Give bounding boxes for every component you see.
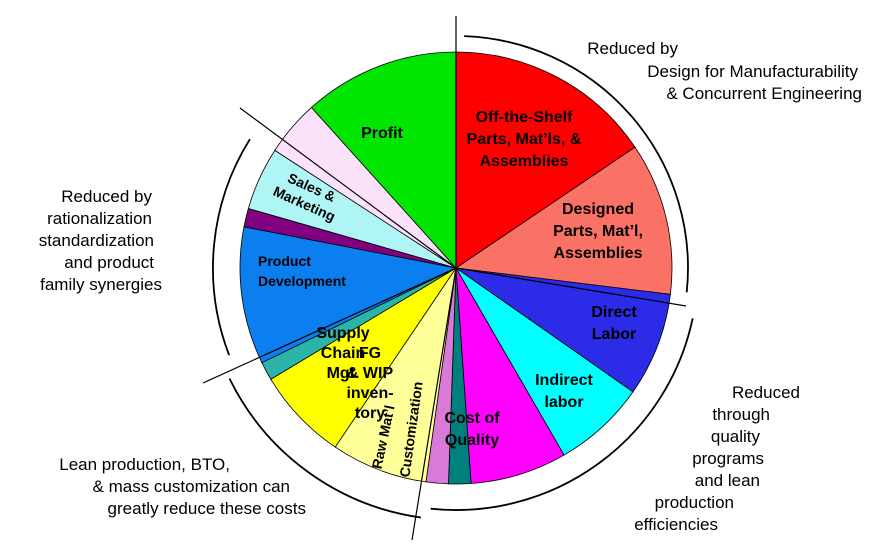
label-line: Designed [562, 201, 634, 218]
rationalization-bracket-arc [212, 138, 251, 356]
label-profit: Profit [361, 125, 403, 142]
lean-bracket-arc [228, 378, 422, 519]
slice-profit [310, 51, 457, 270]
note-line: quality [711, 427, 761, 446]
label-line: Labor [592, 326, 636, 343]
label-line: Direct [591, 304, 637, 321]
note-line: & mass customization can [93, 477, 290, 496]
note-line: Reduced by [61, 187, 152, 206]
note-line: Reduced by [587, 39, 678, 58]
label-line: Off-the-Shelf [476, 109, 574, 126]
label-line: Parts, Mat’ls, & [467, 131, 582, 148]
label-line: Supply [316, 325, 369, 342]
slice-designed-parts [454, 146, 673, 295]
label-indirect-labor: Indirect labor [535, 372, 593, 411]
note-line: efficiencies [634, 515, 718, 534]
pie-slices [239, 51, 673, 485]
label-line: labor [544, 394, 583, 411]
note-rationalization: Reduced by rationalization standardization… [39, 187, 162, 294]
label-cost-of-quality: Cost of Quality [444, 410, 500, 449]
label-line: Assemblies [480, 153, 569, 170]
note-line: production [655, 493, 734, 512]
note-line: rationalization [47, 209, 152, 228]
note-dfm: Reduced by Design for Manufacturability & … [587, 39, 862, 103]
note-line: Lean production, BTO, [59, 455, 230, 474]
annotation-notes: Reduced by Design for Manufacturability & … [39, 39, 862, 534]
note-line: family synergies [40, 275, 162, 294]
label-line: & WIP [347, 365, 394, 382]
label-line: Indirect [535, 372, 593, 389]
label-line: tory [355, 405, 385, 422]
note-line: Reduced [732, 383, 800, 402]
upper-left-divider [239, 107, 457, 269]
slice-off-the-shelf [455, 51, 636, 269]
slice-fg-wip [334, 267, 457, 483]
label-line: FG [359, 345, 381, 362]
note-line: through [712, 405, 770, 424]
note-line: & Concurrent Engineering [666, 84, 862, 103]
bottom-divider [411, 267, 457, 541]
slice-cost-of-quality [455, 267, 565, 484]
note-line: greatly reduce these costs [108, 499, 306, 518]
lower-left-divider [202, 267, 457, 384]
note-line: and lean [695, 471, 760, 490]
note-line: standardization [39, 231, 154, 250]
label-line: inven- [346, 385, 393, 402]
bracket-arcs [212, 35, 694, 519]
divider-lines [202, 16, 687, 541]
label-line: Assemblies [554, 245, 643, 262]
label-line: Product [258, 253, 311, 269]
label-line: Quality [445, 432, 499, 449]
label-line: Cost of [444, 410, 500, 427]
note-line: and product [64, 253, 154, 272]
note-line: programs [692, 449, 764, 468]
dfm-bracket-arc [464, 35, 689, 293]
right-divider [455, 267, 687, 307]
note-quality: Reduced through quality programs and lean pro… [634, 383, 800, 534]
label-line: Mgt. [327, 365, 360, 382]
note-line: Design for Manufacturability [647, 62, 858, 81]
label-fg-wip: FG & WIP inven-tory [346, 345, 393, 422]
note-lean: Lean production, BTO, & mass customizatio… [59, 455, 306, 518]
quality-bracket-arc [430, 318, 694, 511]
slice-direct-labor [455, 267, 671, 393]
label-line: Profit [361, 125, 403, 142]
label-line: Development [258, 273, 346, 289]
label-line: Chain [321, 345, 365, 362]
slice-product-development [239, 226, 458, 364]
label-line: Parts, Mat’l, [553, 223, 643, 240]
